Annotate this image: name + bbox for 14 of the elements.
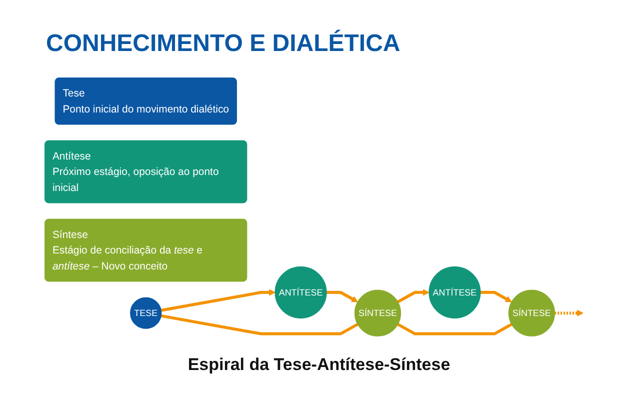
caption: Espiral da Tese-Antítese-Síntese: [188, 355, 450, 375]
node-circle: ANTÍTESE: [274, 266, 327, 318]
node-circle: SÍNTESE: [508, 290, 555, 336]
node-circle: ANTÍTESE: [428, 266, 481, 318]
arrow: [326, 290, 358, 302]
arrow: [396, 289, 430, 304]
arrow: [480, 290, 512, 302]
node-circle: TESE: [130, 297, 162, 329]
connector: [160, 314, 358, 336]
arrow: [160, 289, 276, 312]
connector: [396, 322, 512, 336]
title: CONHECIMENTO E DIALÉTICA: [46, 30, 400, 58]
arrow: [554, 310, 584, 316]
node-circle: SÍNTESE: [354, 290, 401, 336]
